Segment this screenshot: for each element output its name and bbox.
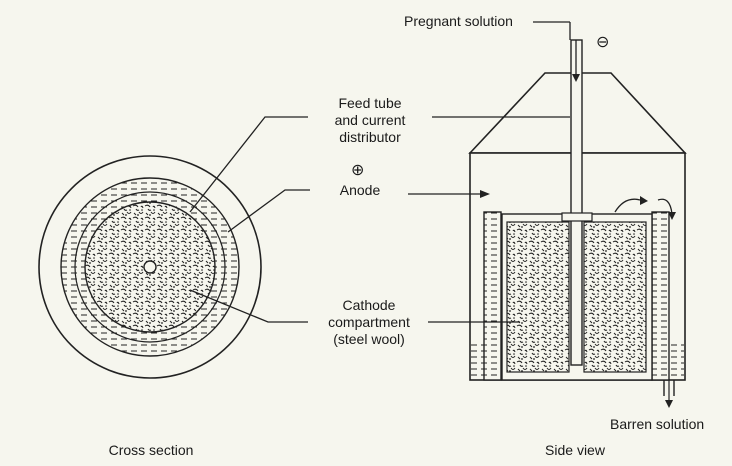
overflow-arrow-2 — [657, 198, 673, 215]
label-feed-tube: Feed tube and current distributor — [308, 95, 432, 146]
cross-section-view — [38, 155, 262, 379]
label-anode: Anode — [339, 182, 381, 198]
anode-right — [651, 211, 670, 381]
outlet-arrow-head — [665, 400, 673, 408]
label-feed-tube-line3: distributor — [339, 129, 401, 145]
steel-wool-left — [506, 221, 570, 373]
distributor-plate — [561, 212, 593, 222]
anode-sign-icon: ⊕ — [351, 162, 365, 179]
anode-left — [483, 211, 502, 381]
overflow-head-1 — [640, 196, 648, 205]
label-barren-solution: Barren solution — [610, 416, 705, 432]
leader-cathode-left — [189, 289, 308, 323]
steel-wool-right — [583, 221, 647, 373]
leader-anode-arrow — [480, 190, 490, 198]
label-feed-tube-line1: Feed tube — [338, 95, 402, 111]
cross-section-leaders — [189, 116, 310, 323]
label-cross-section: Cross section — [108, 442, 194, 458]
side-view-leaders — [408, 21, 571, 323]
label-side-view: Side view — [545, 442, 605, 458]
label-feed-tube-line2: and current — [334, 112, 406, 128]
overflow-arrow-1 — [614, 198, 641, 213]
feed-arrow-head — [572, 74, 580, 82]
cathode-sign-icon: ⊖ — [596, 34, 610, 51]
label-cathode: Cathode compartment (steel wool) — [310, 297, 428, 348]
leader-anode-left — [227, 189, 310, 233]
feed-tube-cross — [143, 260, 157, 274]
label-cathode-line2: compartment — [328, 314, 410, 330]
leader-feed-tube-left — [189, 116, 308, 213]
label-cathode-line3: (steel wool) — [333, 331, 405, 347]
overflow-head-2 — [668, 212, 676, 220]
label-pregnant-solution: Pregnant solution — [404, 13, 513, 29]
label-cathode-line1: Cathode — [342, 297, 396, 313]
feed-tube — [570, 39, 583, 366]
side-view — [468, 39, 687, 408]
